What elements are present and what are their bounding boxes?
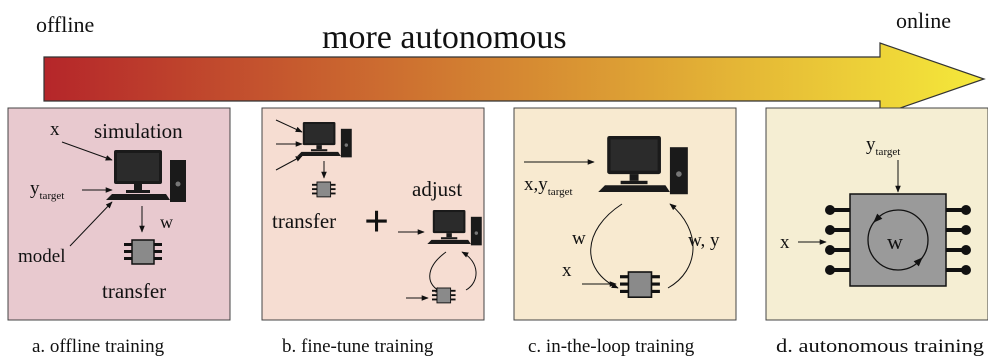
panel-c-x-label: x <box>562 260 572 281</box>
panel-a-y-symbol: y <box>30 178 40 199</box>
panel-a <box>7 107 231 321</box>
panel-c-xy-label: x,ytarget <box>524 174 573 198</box>
panel-d-module-pin-ends <box>825 205 971 275</box>
panel-d-cycle-arrow-top <box>873 213 883 223</box>
panel-b-adjust-label: adjust <box>412 177 462 201</box>
panel-b-transfer-label: transfer <box>272 209 336 233</box>
panel-a-x-arrow <box>61 141 113 161</box>
panel-b-in-arrow-1 <box>275 119 303 133</box>
panel-a-y-label: ytarget <box>30 178 64 202</box>
panel-c-xy-subscript: target <box>548 186 573 198</box>
panel-c-wy-arrow <box>667 203 694 289</box>
panel-c-caption: c. in-the-loop training <box>528 336 695 357</box>
panel-c-wy-label: w, y <box>688 230 720 251</box>
arrow-label: more autonomous <box>322 19 567 56</box>
panel-d-module <box>849 193 947 287</box>
panel-d-x-label: x <box>780 232 790 253</box>
panel-d-cycle-arrow-bottom <box>913 257 923 267</box>
panel-a-simulation-label: simulation <box>94 119 183 143</box>
panel-a-model-label: model <box>18 246 66 267</box>
panel-b-caption: b. fine-tune training <box>282 336 434 357</box>
panel-a-w-label: w <box>160 212 173 232</box>
panel-d-w-label: w <box>887 229 903 254</box>
panel-d-y-symbol: y <box>866 134 876 155</box>
panel-c-xy-symbol: x,y <box>524 174 548 195</box>
panel-a-transfer-label: transfer <box>102 279 166 303</box>
offline-label: offline <box>36 12 94 37</box>
panel-b-plus-sign: + <box>364 197 389 246</box>
panel-a-y-subscript: target <box>40 190 65 202</box>
online-label: online <box>896 8 951 33</box>
panel-c-w-label: w <box>572 228 586 249</box>
panel-b-in-arrow-3 <box>275 155 303 171</box>
panel-d-y-label: ytarget <box>866 134 900 158</box>
panel-c-w-arrow <box>590 203 623 289</box>
panel-a-caption: a. offline training <box>32 336 165 357</box>
panel-b-loop-up-arrow <box>461 251 477 291</box>
panel-d-y-subscript: target <box>876 146 901 158</box>
panel-d-caption: d. autonomous training <box>776 336 985 357</box>
autonomy-arrow <box>43 42 986 116</box>
panel-a-x-label: x <box>50 119 60 140</box>
panel-d-cycle <box>867 209 929 271</box>
panel-a-model-arrow <box>69 201 113 247</box>
